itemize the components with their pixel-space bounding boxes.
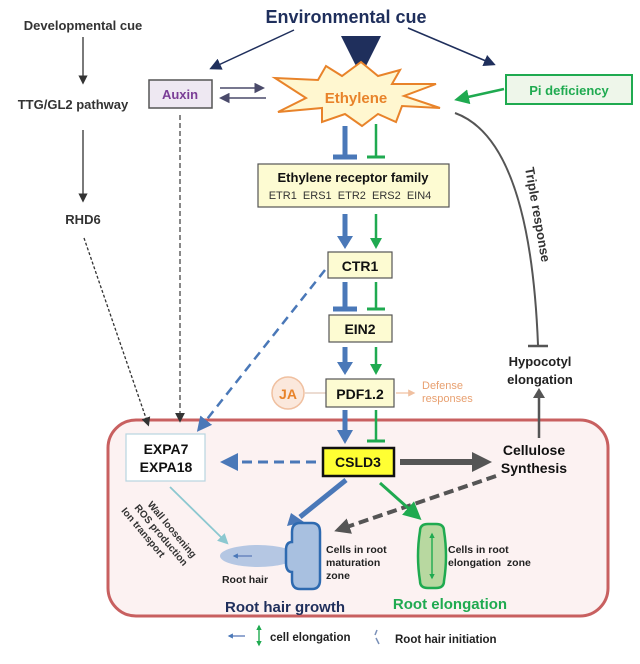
receptor-family-members: ETR1 ERS1 ETR2 ERS2 EIN4 <box>269 190 432 202</box>
pdf12-label: PDF1.2 <box>336 386 384 402</box>
rhd6-label: RHD6 <box>65 212 100 227</box>
cellulose-label-2: Synthesis <box>501 460 567 476</box>
csld3-roothair-arrow <box>298 478 348 519</box>
expa-box <box>125 433 206 482</box>
maturation-cell-shape <box>284 521 322 591</box>
pi-deficiency-box <box>505 74 633 105</box>
pi-deficiency-label: Pi deficiency <box>529 83 609 98</box>
ctr1-label: CTR1 <box>342 258 379 274</box>
cellulose-label-1: Cellulose <box>503 442 565 458</box>
rhd6-to-expa-arrow <box>83 237 151 427</box>
root-elongation-title: Root elongation <box>393 596 507 613</box>
pdf12-box <box>325 378 395 408</box>
defense-label-2: responses <box>422 393 473 405</box>
csld3-cellulose-head <box>472 452 492 472</box>
hypocotyl-label-2: elongation <box>507 372 573 387</box>
ethylene-label: Ethylene <box>325 90 388 107</box>
csld3-label: CSLD3 <box>335 454 381 470</box>
env-to-auxin-arrow <box>209 29 295 70</box>
environmental-cue-label: Environmental cue <box>265 7 426 27</box>
developmental-cue-label: Developmental cue <box>24 18 143 33</box>
pi-to-ethylene-arrow <box>454 87 505 105</box>
ein2-box <box>328 314 393 343</box>
maturation-label-2: maturation <box>326 557 380 569</box>
root-hair-shape <box>220 545 296 567</box>
expa18-label: EXPA18 <box>140 459 193 475</box>
auxin-label: Auxin <box>162 87 198 102</box>
csld3-box <box>321 446 396 478</box>
ja-circle <box>271 376 305 410</box>
receptor-family-title: Ethylene receptor family <box>278 170 430 185</box>
ein2-label: EIN2 <box>344 321 375 337</box>
legend-root-hair-initiation: Root hair initiation <box>395 634 497 646</box>
triple-response-curve <box>454 112 539 346</box>
auxin-box <box>148 79 213 109</box>
receptor-ctr1-green-head <box>370 238 382 249</box>
maturation-label-1: Cells in root <box>326 544 387 556</box>
root-hair-label: Root hair <box>222 574 268 586</box>
expa-roothair-arrow <box>169 486 229 545</box>
elongation-label-1: Cells in root <box>448 544 509 556</box>
elongation-label-2: elongation zone <box>448 557 531 569</box>
pdf-csld3-blue-head <box>337 430 353 444</box>
env-to-pi-arrow <box>407 27 496 67</box>
ctr1-to-expa-dashed-arrow <box>196 269 326 432</box>
csld3-elongation-arrow <box>379 481 422 520</box>
expa7-label: EXPA7 <box>144 441 189 457</box>
maturation-label-3: zone <box>326 570 350 582</box>
legend-cell-elongation: cell elongation <box>270 632 351 644</box>
ctr1-box <box>327 251 393 279</box>
legend-root-hair-initiation-icon <box>374 629 380 645</box>
root-hair-growth-title: Root hair growth <box>225 599 345 616</box>
receptor-family-box <box>257 163 450 208</box>
ttg-gl2-label: TTG/GL2 pathway <box>18 97 129 112</box>
cellulose-hypocotyl-head <box>533 388 545 398</box>
defense-label-1: Defense <box>422 380 463 392</box>
ein2-pdf-green-head <box>370 364 382 375</box>
hypocotyl-label-1: Hypocotyl <box>509 354 572 369</box>
ethylene-starburst <box>271 60 441 128</box>
ja-label: JA <box>279 386 297 402</box>
triple-response-label: Triple response <box>522 166 553 263</box>
ein2-pdf-blue-head <box>337 362 353 375</box>
receptor-ctr1-blue-head <box>337 236 353 249</box>
legend: cell elongation Root hair initiation <box>227 624 497 647</box>
